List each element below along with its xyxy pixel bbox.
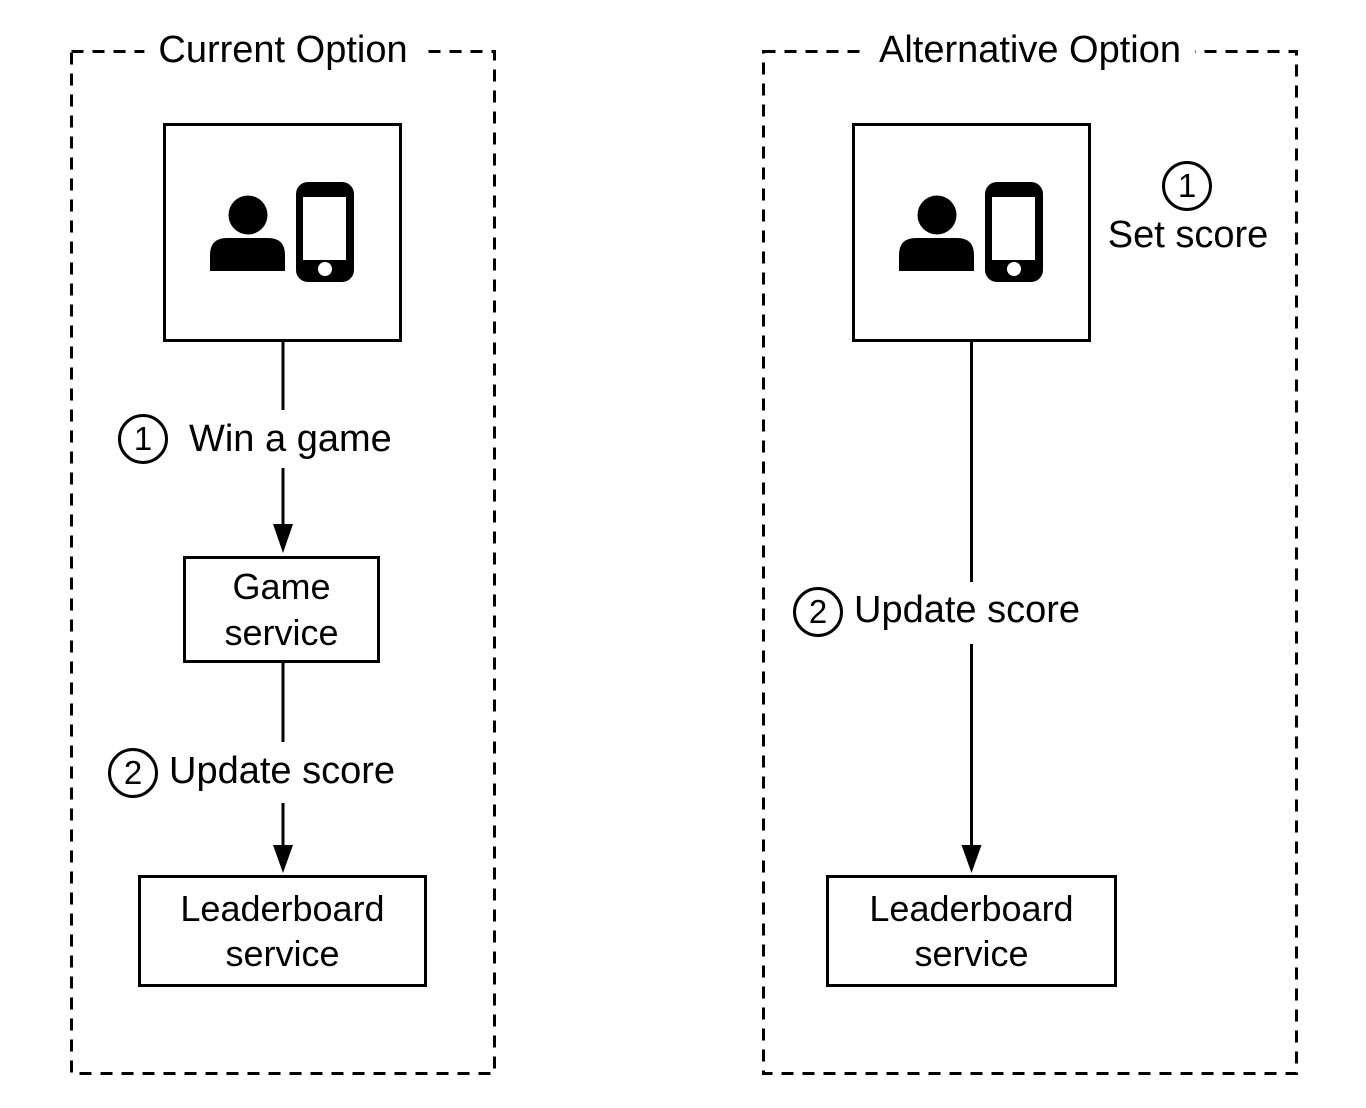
phone-screen-icon	[302, 196, 346, 260]
node-text-line: Leaderboard	[180, 887, 385, 929]
person-head-icon	[228, 195, 267, 234]
person-shoulders-icon	[209, 237, 285, 271]
node-text-line: service	[914, 933, 1029, 974]
arrow-user-to-leaderboard	[961, 342, 982, 873]
step-2-badge-alternative: 2	[793, 587, 843, 637]
node-text-line: service	[225, 933, 340, 974]
node-text-line: service	[224, 611, 339, 653]
leaderboard-service-node-current: Leaderboard service	[138, 875, 427, 987]
person-with-phone-icon	[898, 181, 1043, 282]
arrowhead-icon	[273, 845, 293, 873]
person-shoulders-icon	[898, 237, 974, 271]
leaderboard-service-label: Leaderboard service	[180, 886, 384, 977]
arrowhead-icon	[273, 524, 293, 553]
step-1-badge-current: 1	[118, 414, 168, 464]
step-2-badge-current: 2	[108, 748, 158, 798]
game-service-label: Game service	[224, 564, 338, 655]
arrow-game-service-to-leaderboard	[273, 663, 293, 873]
panel-title-current-option: Current Option	[144, 29, 422, 72]
arrow-user-to-game-service	[273, 342, 293, 553]
phone-screen-icon	[991, 196, 1035, 260]
panel-title-alternative-option: Alternative Option	[864, 29, 1196, 72]
phone-home-button-icon	[1006, 261, 1021, 276]
arrowhead-icon	[961, 845, 982, 873]
phone-home-button-icon	[317, 261, 332, 276]
game-service-node: Game service	[183, 556, 380, 663]
step-1-label-current: Win a game	[183, 416, 398, 464]
user-device-node-alternative	[852, 123, 1091, 342]
leaderboard-service-node-alternative: Leaderboard service	[826, 875, 1117, 987]
step-1-badge-alternative: 1	[1162, 161, 1212, 211]
person-head-icon	[917, 195, 956, 234]
step-1-label-alternative: Set score	[1101, 212, 1275, 260]
user-device-node-current	[163, 123, 402, 342]
node-text-line: Leaderboard	[869, 887, 1074, 929]
leaderboard-service-label: Leaderboard service	[869, 886, 1073, 977]
node-text-line: Game	[232, 566, 331, 608]
person-with-phone-icon	[209, 181, 354, 282]
step-2-label-alternative: Update score	[848, 587, 1087, 635]
step-2-label-current: Update score	[163, 748, 402, 796]
